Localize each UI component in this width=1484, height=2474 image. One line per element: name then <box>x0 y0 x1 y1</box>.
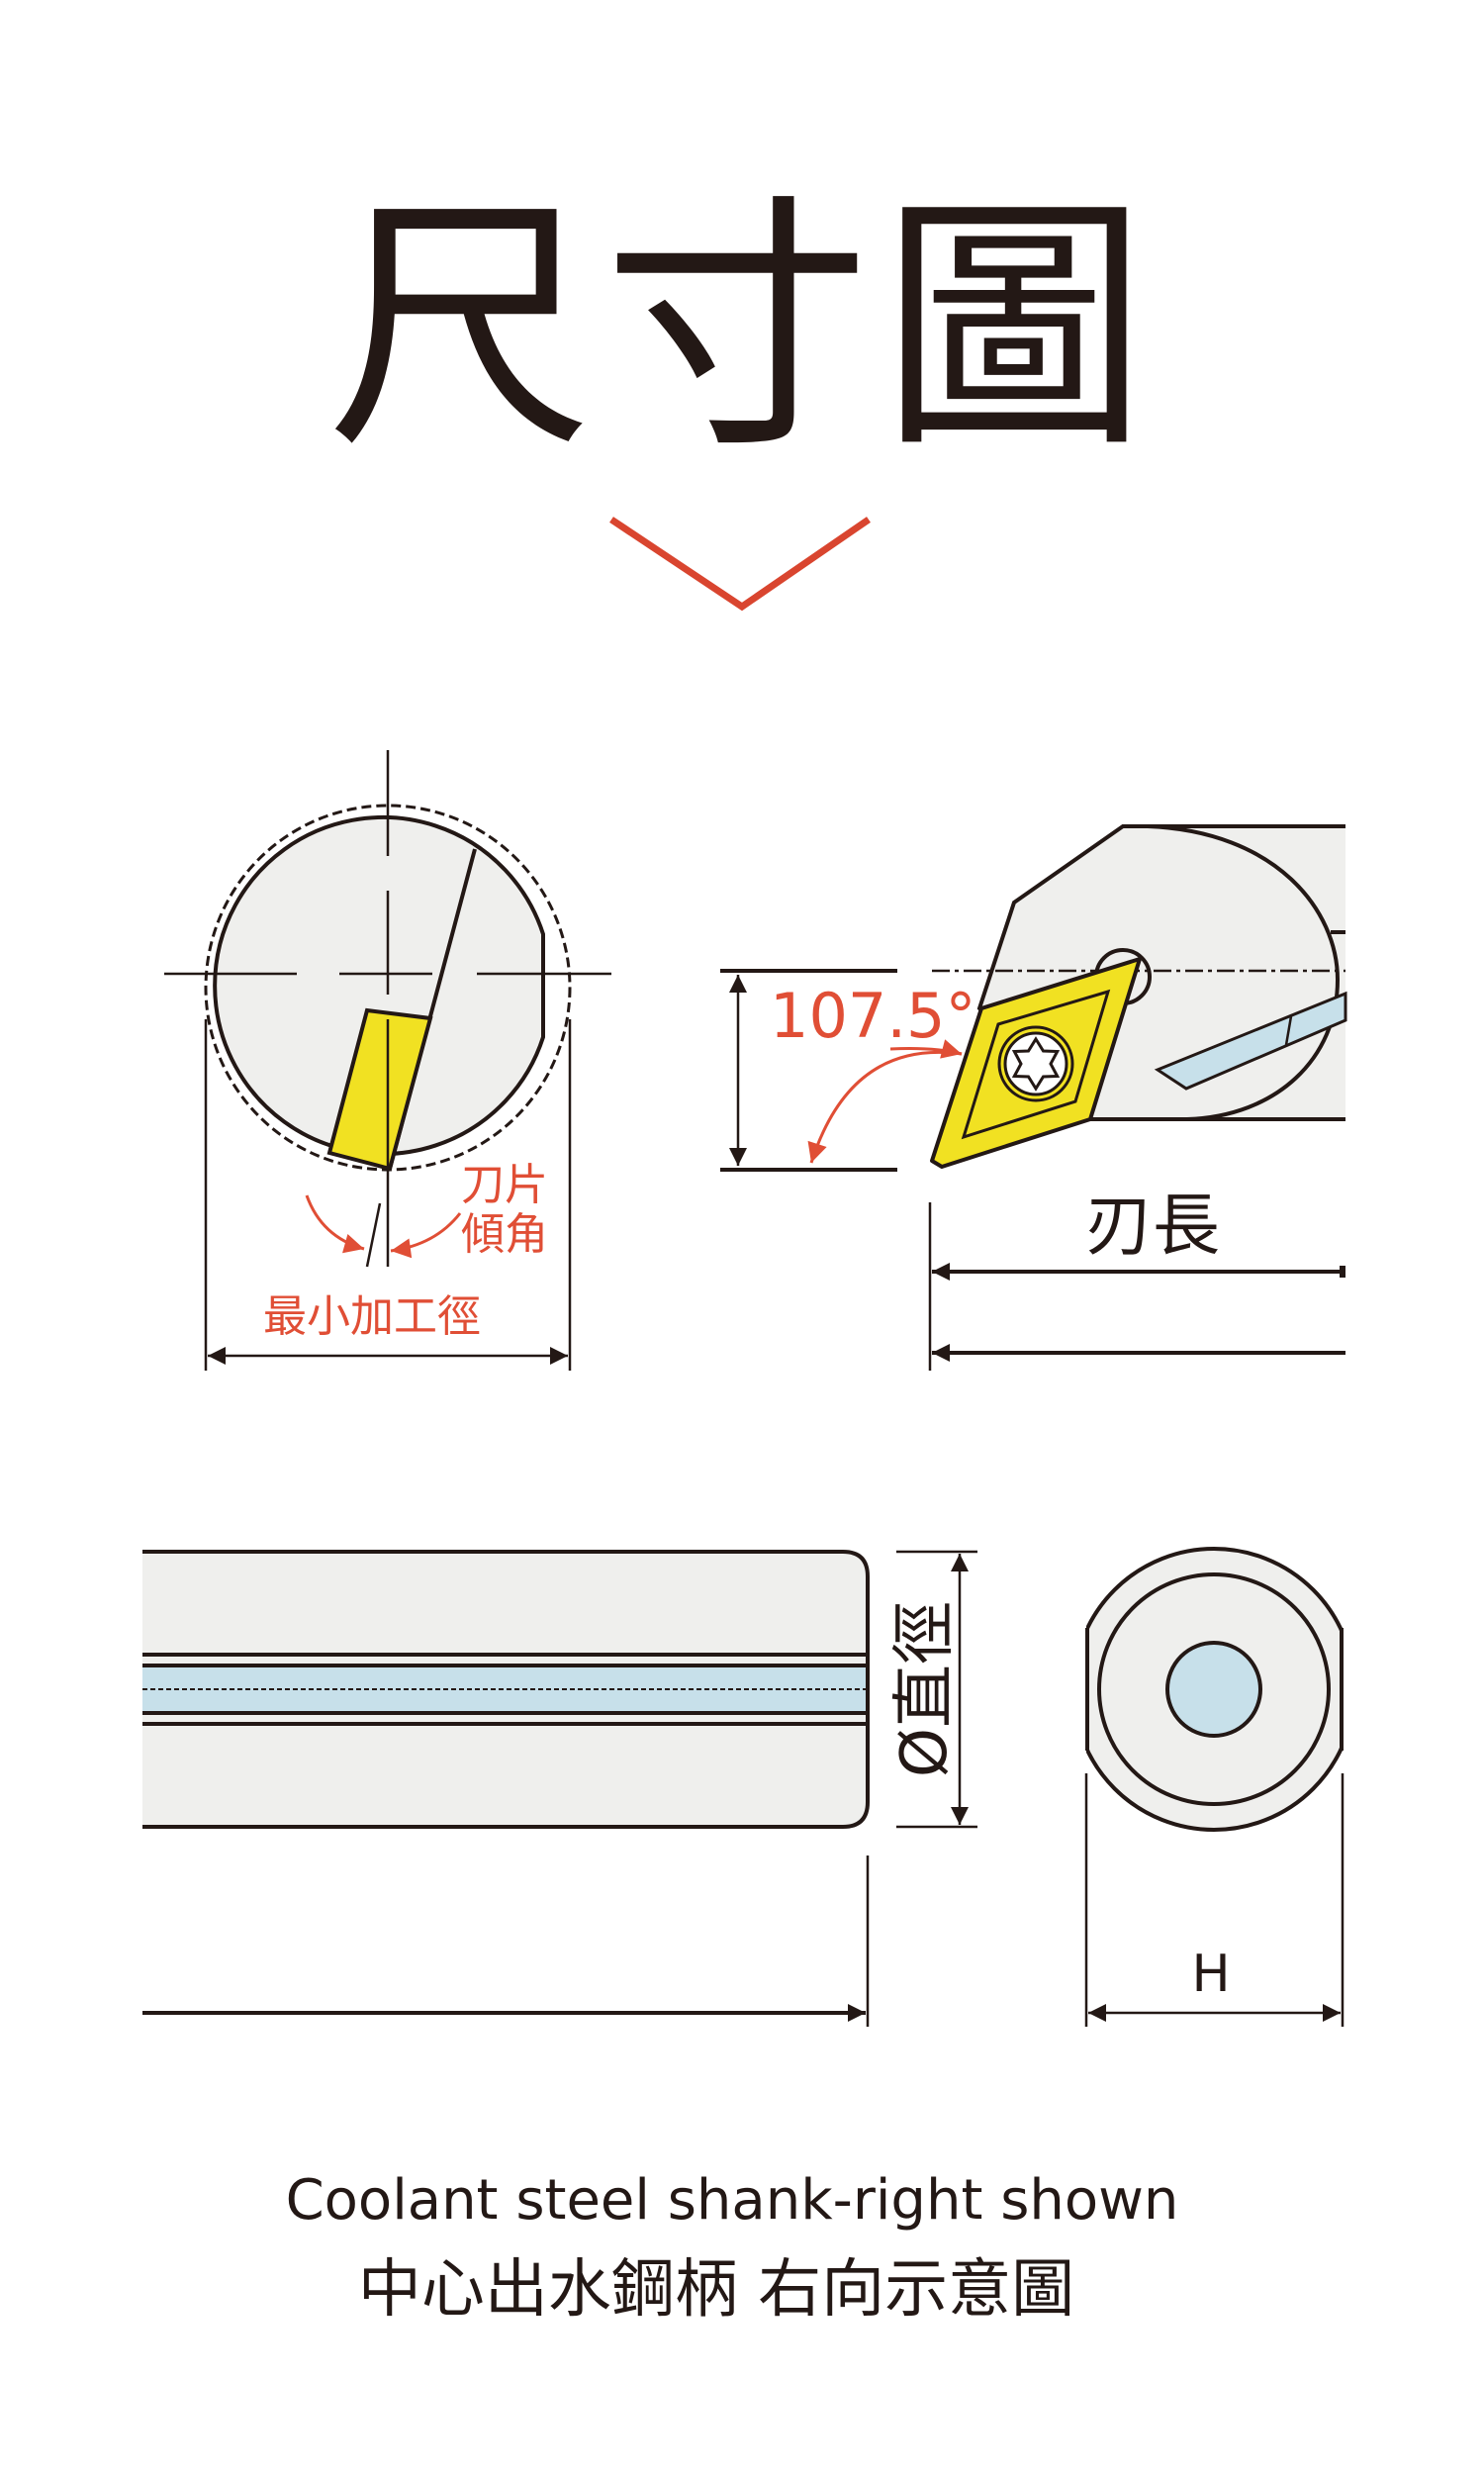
cutting-length-label: 刃長 <box>1085 1188 1220 1266</box>
torx-star-icon <box>1011 1036 1061 1092</box>
caption-english: Coolant steel shank-right shown <box>286 2168 1179 2233</box>
coolant-channel <box>1154 991 1347 1091</box>
insert-angle-label-2: 傾角 <box>461 1209 548 1260</box>
side-view: Ø直徑 <box>142 1550 977 2027</box>
chevron-down-icon <box>609 517 871 612</box>
angle-label: 107.5° <box>770 980 976 1052</box>
coolant-bore <box>142 1665 866 1713</box>
top-view: 107.5° 刃長 <box>720 824 1347 1371</box>
min-bore-label: 最小加工徑 <box>263 1291 481 1342</box>
page-title: 尺寸圖 <box>326 172 1158 484</box>
coolant-hole <box>1165 1641 1262 1738</box>
diameter-label: Ø直徑 <box>888 1601 962 1777</box>
caption-chinese: 中心出水鋼柄 右向示意圖 <box>358 2253 1074 2327</box>
height-label: H <box>1191 1945 1230 2004</box>
end-view: H <box>1084 1547 1345 2027</box>
insert <box>326 1007 433 1172</box>
insert-angle-label-1: 刀片 <box>461 1160 548 1210</box>
front-view: 刀片 傾角 最小加工徑 <box>164 750 611 1371</box>
